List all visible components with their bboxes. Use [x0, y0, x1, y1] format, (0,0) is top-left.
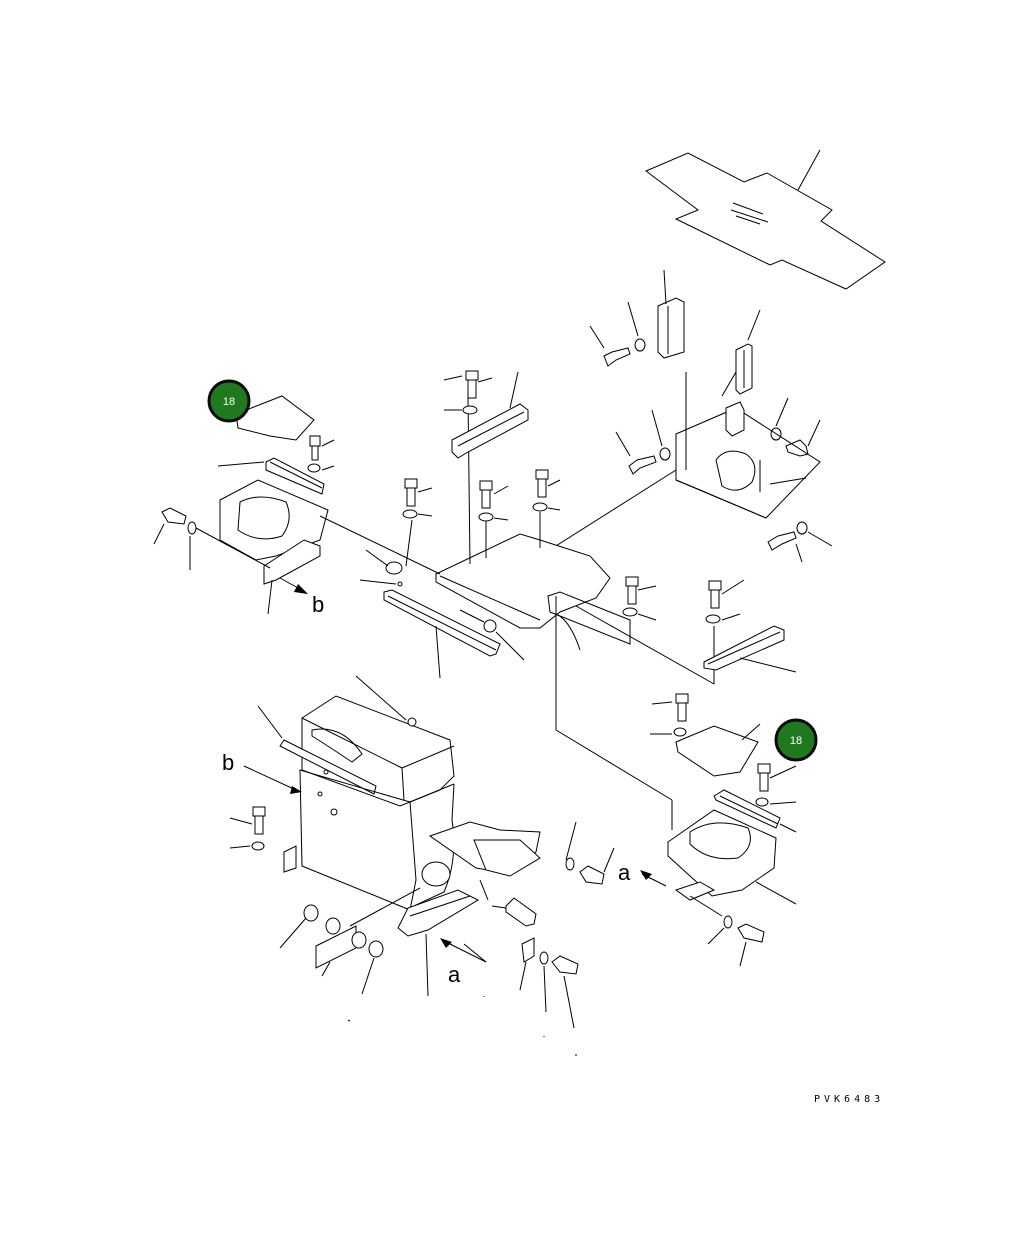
callout-18-right[interactable]: 18: [774, 718, 818, 762]
drawing-code: PVK6483: [814, 1094, 884, 1105]
upper-right-brackets: [539, 269, 833, 563]
view-marker-b-left: b: [222, 750, 234, 775]
view-marker-b-top: b: [312, 592, 324, 617]
left-duct-upper: [153, 395, 441, 615]
floor-mat: [645, 149, 886, 290]
lower-center-parts: [347, 821, 615, 1056]
view-marker-a-bottom: a: [448, 962, 461, 987]
right-duct-lower: [640, 693, 797, 967]
callout-18-left-label: 18: [223, 396, 235, 408]
rails: [359, 371, 797, 679]
callout-18-right-label: 18: [790, 735, 802, 747]
callout-18-left[interactable]: 18: [207, 379, 251, 423]
center-bolts: [402, 370, 745, 624]
lower-left-parts: [229, 806, 421, 995]
cab-frame: [243, 675, 541, 997]
floor-plate: [435, 395, 715, 830]
view-marker-a-right: a: [618, 860, 631, 885]
